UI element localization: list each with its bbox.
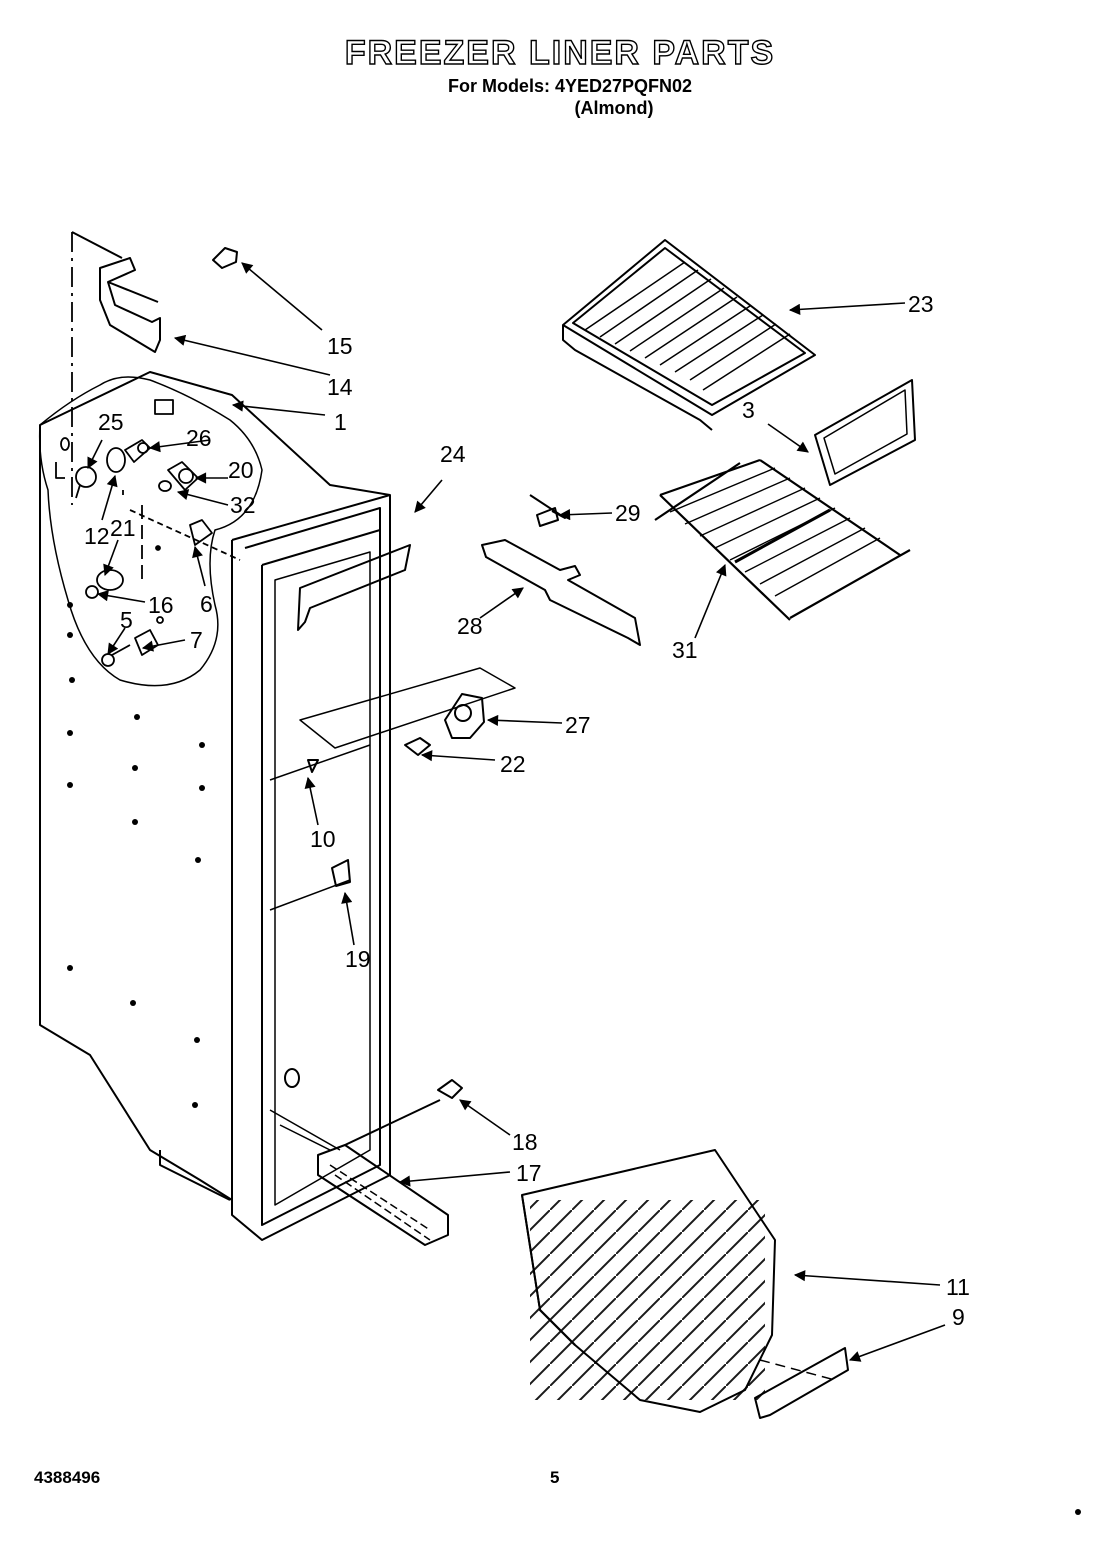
callout-11: 11 — [946, 1274, 970, 1300]
leader-arrows — [87, 262, 946, 1362]
callout-19: 19 — [345, 946, 371, 972]
callout-27: 27 — [565, 712, 591, 738]
callout-15: 15 — [327, 333, 353, 359]
callout-29: 29 — [615, 500, 641, 526]
control-housing-area — [38, 376, 263, 687]
callout-14: 14 — [327, 374, 353, 400]
callout-28: 28 — [457, 613, 483, 639]
callout-20: 20 — [228, 457, 254, 483]
freezer-basket-part — [521, 1149, 776, 1413]
callout-26: 26 — [186, 425, 212, 451]
callout-24: 24 — [440, 441, 466, 467]
callout-25: 25 — [98, 409, 124, 435]
callout-10: 10 — [310, 826, 336, 852]
callout-3: 3 — [742, 397, 755, 423]
callout-23: 23 — [908, 291, 934, 317]
wire-shelf-31 — [654, 458, 911, 621]
callout-5: 5 — [120, 607, 133, 633]
callout-16: 16 — [148, 592, 174, 618]
document-number: 4388496 — [34, 1468, 101, 1487]
shelf-front-part — [814, 379, 916, 486]
callout-1: 1 — [334, 409, 347, 435]
callout-21: 21 — [110, 515, 136, 541]
callout-7: 7 — [190, 627, 203, 653]
callout-9: 9 — [952, 1304, 965, 1330]
color-variant: (Almond) — [574, 98, 654, 118]
models-line: For Models: 4YED27PQFN02 — [447, 76, 693, 96]
page-number: 5 — [550, 1468, 560, 1487]
callout-labels: 1 3 5 6 7 9 10 11 12 14 15 16 17 18 19 2… — [84, 291, 970, 1330]
cantilever-bracket-part — [299, 667, 516, 887]
callout-17: 17 — [516, 1160, 542, 1186]
basket-bracket-part — [754, 1347, 849, 1419]
callout-31: 31 — [672, 637, 698, 663]
liner-mounting-holes — [67, 602, 1081, 1515]
callout-32: 32 — [230, 492, 256, 518]
grille-part — [317, 1079, 463, 1246]
callout-18: 18 — [512, 1129, 538, 1155]
control-small-parts — [55, 232, 241, 667]
callout-6: 6 — [200, 591, 213, 617]
page-title: FREEZER LINER PARTS — [344, 33, 776, 72]
freezer-liner-cabinet — [39, 371, 391, 1241]
callout-12: 12 — [84, 523, 110, 549]
top-bracket-part — [71, 231, 238, 353]
wire-shelf-23 — [562, 239, 816, 431]
trim-strip-part — [297, 544, 411, 631]
callout-22: 22 — [500, 751, 526, 777]
